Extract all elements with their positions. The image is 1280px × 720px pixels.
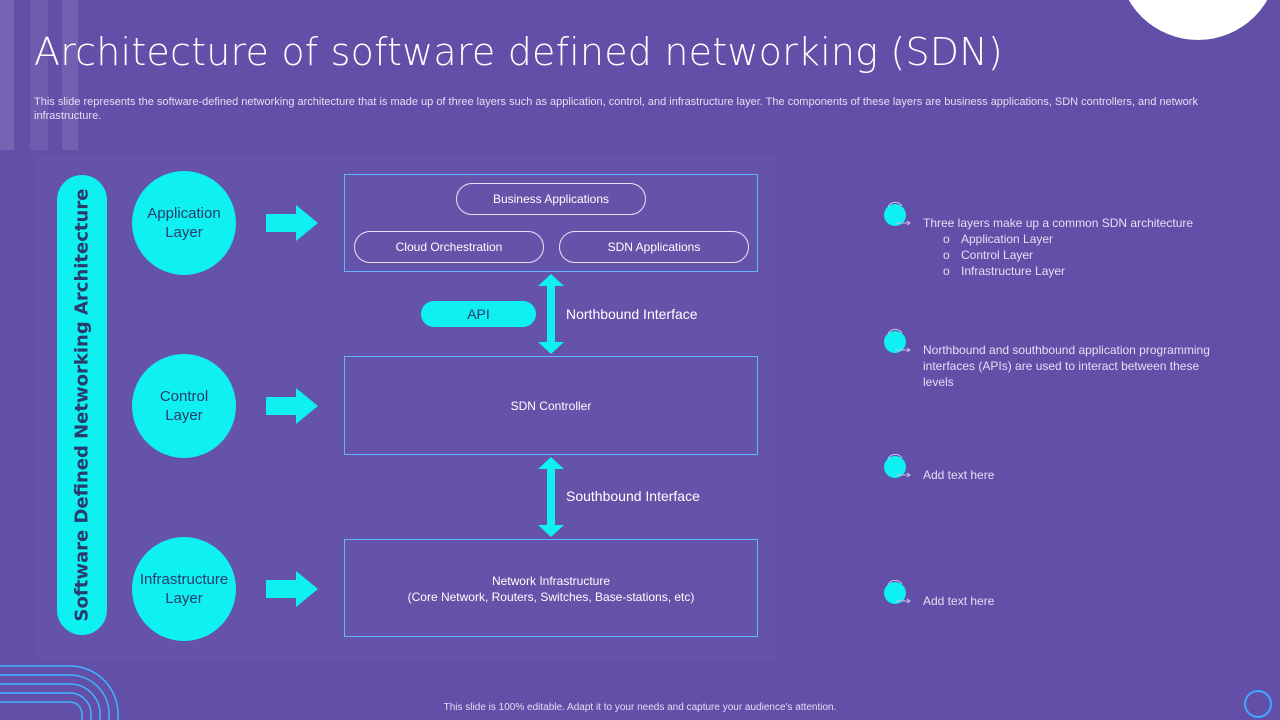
slide-subtitle: This slide represents the software-defin… bbox=[34, 96, 1198, 122]
southbound-interface-label: Southbound Interface bbox=[566, 488, 700, 504]
sdn-controller-box: SDN Controller bbox=[344, 356, 758, 455]
arrow-right-icon bbox=[266, 571, 318, 607]
network-infrastructure-label: Network Infrastructure (Core Network, Ro… bbox=[407, 574, 695, 604]
decorative-bar bbox=[62, 0, 78, 150]
application-layer-box: Business Applications Cloud Orchestratio… bbox=[344, 174, 758, 272]
decorative-arcs bbox=[0, 665, 119, 720]
layer-label: Application Layer bbox=[147, 205, 221, 241]
layer-circle-infrastructure: Infrastructure Layer bbox=[132, 537, 236, 641]
decorative-circle bbox=[1118, 0, 1278, 40]
slide-footer: This slide is 100% editable. Adapt it to… bbox=[443, 702, 837, 713]
note-text: Add text here bbox=[923, 594, 995, 608]
layer-circle-control: Control Layer bbox=[132, 354, 236, 458]
note-text: Northbound and southbound application pr… bbox=[923, 343, 1210, 389]
note-text: Add text here bbox=[923, 468, 995, 482]
arrow-right-icon bbox=[266, 205, 318, 241]
decorative-bar bbox=[30, 0, 48, 150]
double-arrow-icon bbox=[538, 274, 564, 354]
slide-title: Architecture of software defined network… bbox=[34, 30, 1003, 74]
layer-label: Control Layer bbox=[159, 388, 209, 424]
network-infrastructure-box: Network Infrastructure (Core Network, Ro… bbox=[344, 539, 758, 637]
double-arrow-icon bbox=[538, 457, 564, 537]
sdn-controller-label: SDN Controller bbox=[510, 399, 592, 413]
architecture-label-pill bbox=[57, 175, 107, 635]
northbound-interface-label: Northbound Interface bbox=[566, 306, 698, 322]
decorative-bar bbox=[0, 0, 14, 150]
layer-label: Infrastructure Layer bbox=[139, 571, 229, 607]
cycle-bullet-icon bbox=[884, 328, 911, 353]
layer-circle-application: Application Layer bbox=[132, 171, 236, 275]
cycle-bullet-icon bbox=[884, 453, 911, 478]
note-item: Three layers make up a common SDN archit… bbox=[923, 215, 1243, 279]
cloud-orchestration-pill: Cloud Orchestration bbox=[354, 231, 544, 263]
cycle-bullet-icon bbox=[884, 201, 911, 226]
arrow-right-icon bbox=[266, 388, 318, 424]
sdn-applications-pill: SDN Applications bbox=[559, 231, 749, 263]
api-pill: API bbox=[421, 301, 536, 327]
architecture-label: Software Defined Networking Architecture bbox=[71, 188, 93, 622]
note-text: Three layers make up a common SDN archit… bbox=[923, 216, 1194, 230]
cycle-bullet-icon bbox=[884, 579, 911, 604]
decorative-ring bbox=[1244, 690, 1272, 718]
business-applications-pill: Business Applications bbox=[456, 183, 646, 215]
